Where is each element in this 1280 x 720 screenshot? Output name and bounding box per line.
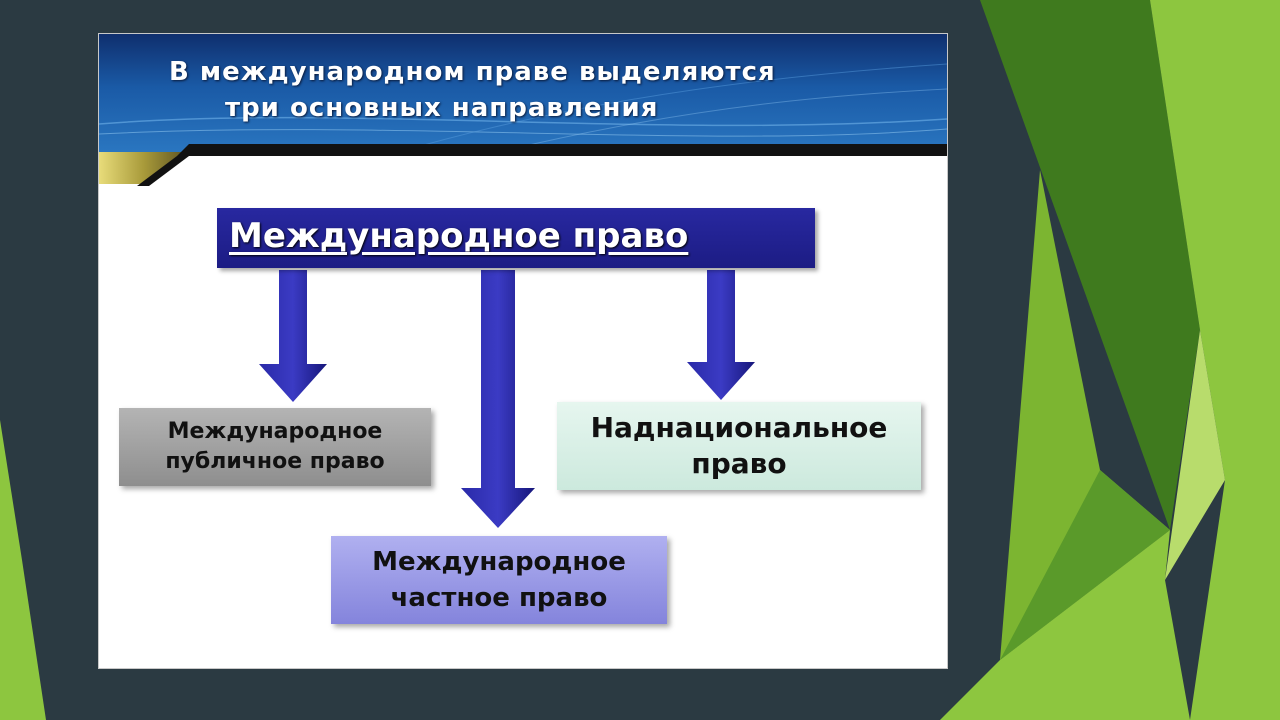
node-private-line1: Международное — [372, 547, 626, 577]
header-divider-strip — [99, 144, 947, 186]
slide-content: В международном праве выделяются три осн… — [98, 33, 948, 669]
green-shape-right-light — [1150, 0, 1280, 720]
green-shape-right-dark — [980, 0, 1200, 530]
green-shape-right-lime — [1165, 330, 1225, 580]
node-private-line2: частное право — [390, 583, 608, 613]
node-international-private-law: Международное частное право — [331, 536, 667, 624]
green-shape-left — [0, 420, 46, 720]
green-shape-bottom — [940, 530, 1190, 720]
slide-title-line1: В международном праве выделяются — [169, 57, 776, 87]
root-node-label: Международное право — [229, 216, 689, 256]
slide-header: В международном праве выделяются три осн… — [99, 34, 947, 152]
node-supra-line1: Наднациональное — [590, 411, 888, 444]
header-decoration — [99, 63, 947, 152]
arrow-to-private-law — [461, 270, 535, 528]
node-public-line2: публичное право — [165, 449, 385, 474]
green-shape-bottom-dark — [1000, 470, 1170, 660]
node-supra-line2: право — [691, 447, 787, 480]
root-node-international-law: Международное право — [217, 208, 815, 268]
slide-title-line2: три основных направления — [225, 93, 659, 123]
node-supranational-law: Наднациональное право — [557, 402, 921, 490]
arrow-to-public-law — [259, 270, 327, 402]
slide-title: В международном праве выделяются три осн… — [169, 54, 929, 126]
node-public-line1: Международное — [167, 419, 383, 444]
arrow-to-supranational-law — [687, 270, 755, 400]
diagram-arrows — [259, 270, 755, 528]
node-international-public-law: Международное публичное право — [119, 408, 431, 486]
